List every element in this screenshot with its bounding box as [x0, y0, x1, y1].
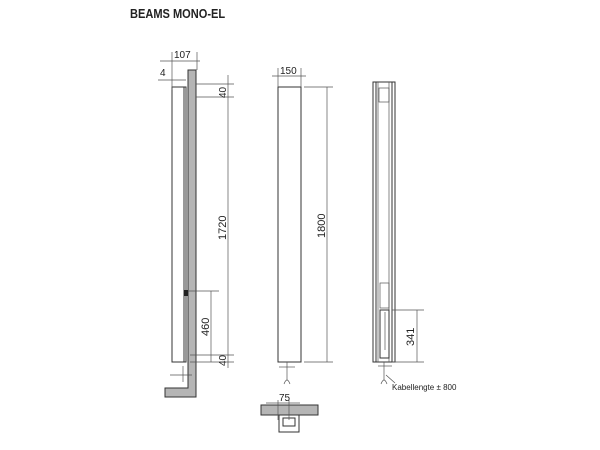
front-view: 150 1800: [272, 66, 333, 385]
drawing-title: BEAMS MONO-EL: [130, 6, 226, 21]
top-mount-label: 75: [279, 393, 291, 404]
back-view: 341 Kabellengte ± 800: [372, 81, 457, 392]
back-connection-label: 341: [405, 328, 417, 346]
top-view: 75: [260, 393, 319, 433]
side-bottom-margin-label: 40: [218, 354, 229, 366]
side-width-label: 107: [174, 50, 191, 61]
cable-length-label: Kabellengte ± 800: [392, 383, 457, 392]
side-connection-label: 460: [200, 318, 212, 336]
side-height-label: 1720: [217, 216, 229, 240]
front-height-label: 1800: [316, 214, 328, 238]
side-top-margin-label: 40: [218, 86, 229, 98]
side-offset-label: 4: [160, 68, 166, 79]
side-view: 107 4 40 1720 460 40: [158, 50, 234, 398]
front-width-label: 150: [280, 66, 297, 77]
